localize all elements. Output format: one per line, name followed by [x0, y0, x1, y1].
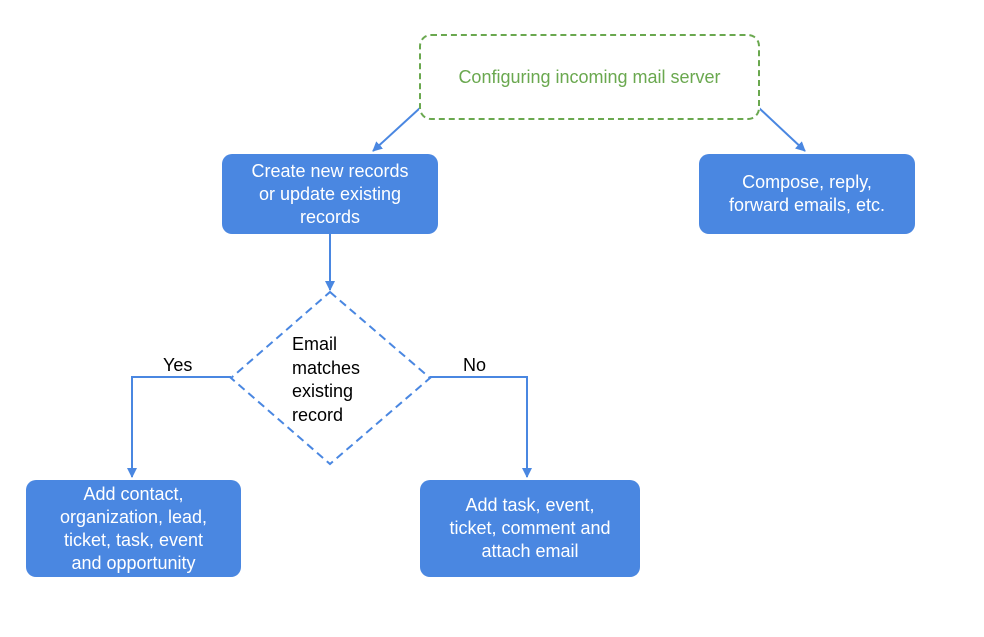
yes-label: Yes — [163, 355, 193, 375]
no-result-label: Add task, event, ticket, comment and att… — [449, 495, 611, 561]
connector-yes-branch — [127, 376, 231, 478]
compose-node: Compose, reply, forward emails, etc. — [699, 154, 915, 234]
decision-label: Email matches existing record — [292, 334, 361, 425]
yes-result-node: Add contact, organization, lead, ticket,… — [26, 480, 241, 577]
create-records-label: Create new records or update existing re… — [251, 160, 409, 227]
no-result-node: Add task, event, ticket, comment and att… — [420, 480, 640, 577]
decision-diamond — [229, 290, 432, 466]
create-records-node: Create new records or update existing re… — [222, 154, 438, 234]
yes-result-label: Add contact, organization, lead, ticket,… — [59, 483, 208, 573]
connector-start-to-create — [372, 107, 421, 152]
no-label: No — [463, 355, 487, 375]
connector-start-to-compose — [758, 107, 806, 152]
start-node-label: Configuring incoming mail server — [458, 66, 721, 87]
compose-label: Compose, reply, forward emails, etc. — [728, 172, 886, 215]
connector-no-branch — [430, 376, 532, 478]
start-node: Configuring incoming mail server — [419, 34, 760, 120]
